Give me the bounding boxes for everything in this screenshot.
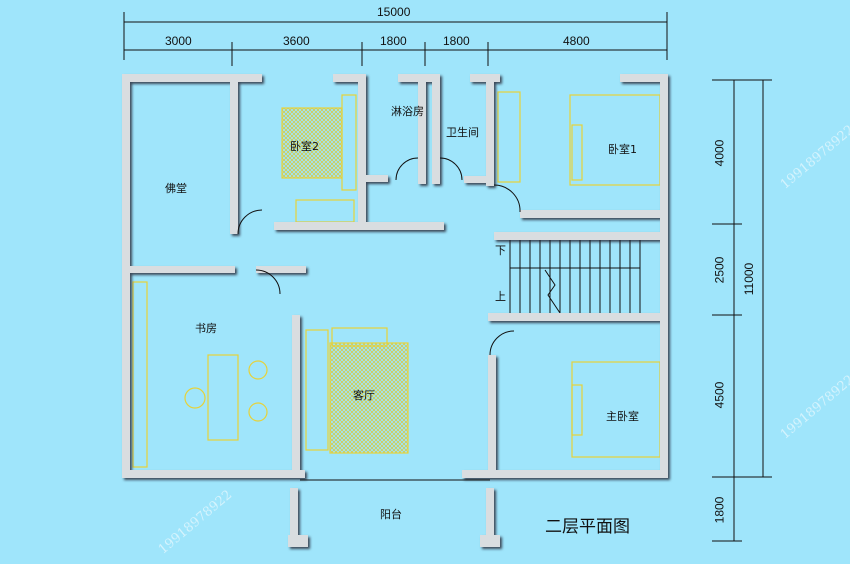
room-master-bedroom: 主卧室 (606, 410, 639, 423)
dim-top-1: 3000 (165, 34, 192, 48)
dim-right-total: 11000 (742, 262, 757, 296)
room-balcony: 阳台 (380, 508, 402, 521)
plan-title: 二层平面图 (545, 517, 630, 537)
walls (122, 74, 668, 547)
dim-right-1: 4000 (712, 139, 727, 167)
room-shower: 淋浴房 (391, 105, 424, 118)
dim-top-5: 4800 (563, 34, 590, 48)
room-toilet: 卫生间 (446, 126, 479, 139)
dim-top-3: 1800 (380, 34, 407, 48)
staircase (509, 240, 641, 314)
dim-right-4: 1800 (712, 496, 727, 524)
stair-up-label: 上 (495, 290, 506, 303)
doors (237, 157, 521, 481)
dim-top-4: 1800 (443, 34, 470, 48)
room-buddha-hall: 佛堂 (165, 182, 187, 195)
furniture (132, 91, 661, 468)
room-study: 书房 (195, 322, 217, 335)
room-living: 客厅 (353, 389, 375, 402)
dimension-lines (123, 12, 772, 542)
dim-right-3: 4500 (712, 381, 727, 409)
stair-down-label: 下 (495, 244, 506, 257)
room-bedroom1: 卧室1 (608, 143, 637, 156)
dim-right-2: 2500 (712, 256, 727, 284)
dim-total-width: 15000 (377, 5, 411, 19)
room-bedroom2: 卧室2 (290, 140, 319, 153)
dim-top-2: 3600 (283, 34, 310, 48)
